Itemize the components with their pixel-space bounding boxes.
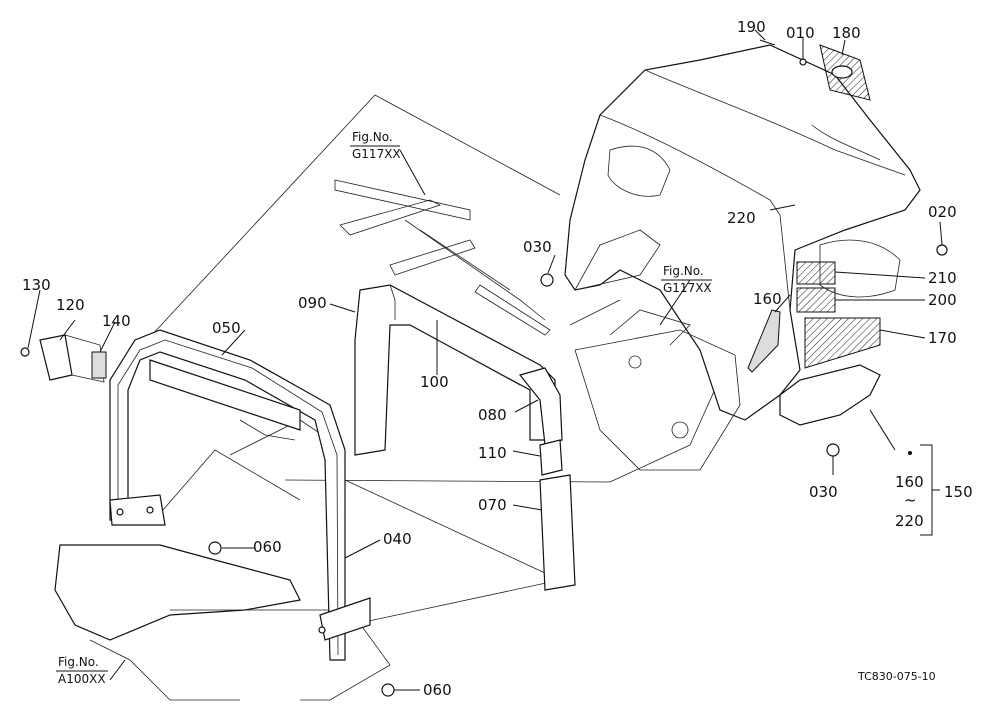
callout-110: 110 [478, 444, 507, 462]
panel-200 [796, 287, 836, 313]
support-frame [574, 329, 741, 471]
panel-210 [796, 261, 836, 285]
callout-160-upper: 160 [753, 290, 782, 308]
callout-120: 120 [56, 296, 85, 314]
range-tilde: ~ [904, 491, 917, 509]
fig-ref-3-code: A100XX [58, 672, 106, 686]
callout-200: 200 [928, 291, 957, 309]
callout-190: 190 [737, 18, 766, 36]
callout-180: 180 [832, 24, 861, 42]
callout-040: 040 [383, 530, 412, 548]
rear-guard [54, 544, 391, 701]
callout-010: 010 [786, 24, 815, 42]
callout-020: 020 [928, 203, 957, 221]
rops-frame [109, 329, 371, 661]
cushion-110 [539, 439, 563, 476]
callout-090: 090 [298, 294, 327, 312]
callout-160-range-start: 160 [895, 473, 924, 491]
callout-030-upper: 030 [523, 238, 552, 256]
frame-040 [109, 329, 346, 661]
bracket-120 [39, 334, 73, 381]
callout-220-upper: 220 [727, 209, 756, 227]
callout-030-lower: 030 [809, 483, 838, 501]
callout-100: 100 [420, 373, 449, 391]
side-bracket [20, 334, 107, 383]
leader-lines [27, 29, 943, 691]
callout-060-upper: 060 [253, 538, 282, 556]
panel-170 [804, 317, 881, 369]
fig-ref-1-code: G117XX [352, 147, 401, 161]
callout-070: 070 [478, 496, 507, 514]
fig-ref-3-label: Fig.No. [58, 655, 99, 669]
callout-080: 080 [478, 406, 507, 424]
callout-060-lower: 060 [423, 681, 452, 699]
bolts-060 [208, 541, 395, 697]
callout-140: 140 [102, 312, 131, 330]
upper-linkage [334, 179, 551, 336]
fig-ref-1-label: Fig.No. [352, 130, 393, 144]
cushion-080 [518, 367, 563, 446]
pad-140 [91, 351, 107, 379]
callout-130: 130 [22, 276, 51, 294]
callout-210: 210 [928, 269, 957, 287]
cushion-parts [354, 284, 576, 591]
callout-220-range-end: 220 [895, 512, 924, 530]
bracket-160 [747, 309, 781, 373]
callout-150: 150 [944, 483, 973, 501]
fig-ref-2-code: G117XX [663, 281, 712, 295]
bonnet-assembly [540, 39, 948, 471]
cushion-070 [539, 474, 576, 591]
callout-labels: 190 010 180 020 030 220 210 200 170 160 … [22, 18, 973, 699]
callout-170: 170 [928, 329, 957, 347]
cushion-090 [354, 284, 556, 456]
drawing-code: TC830-075-10 [857, 670, 936, 683]
figure-references: Fig.No. G117XX Fig.No. G117XX Fig.No. A1… [56, 130, 712, 686]
crossbar-050 [149, 359, 301, 431]
bonnet-skirt [779, 364, 881, 426]
fig-ref-2-label: Fig.No. [663, 264, 704, 278]
bonnet-shell [564, 44, 921, 421]
callout-050: 050 [212, 319, 241, 337]
